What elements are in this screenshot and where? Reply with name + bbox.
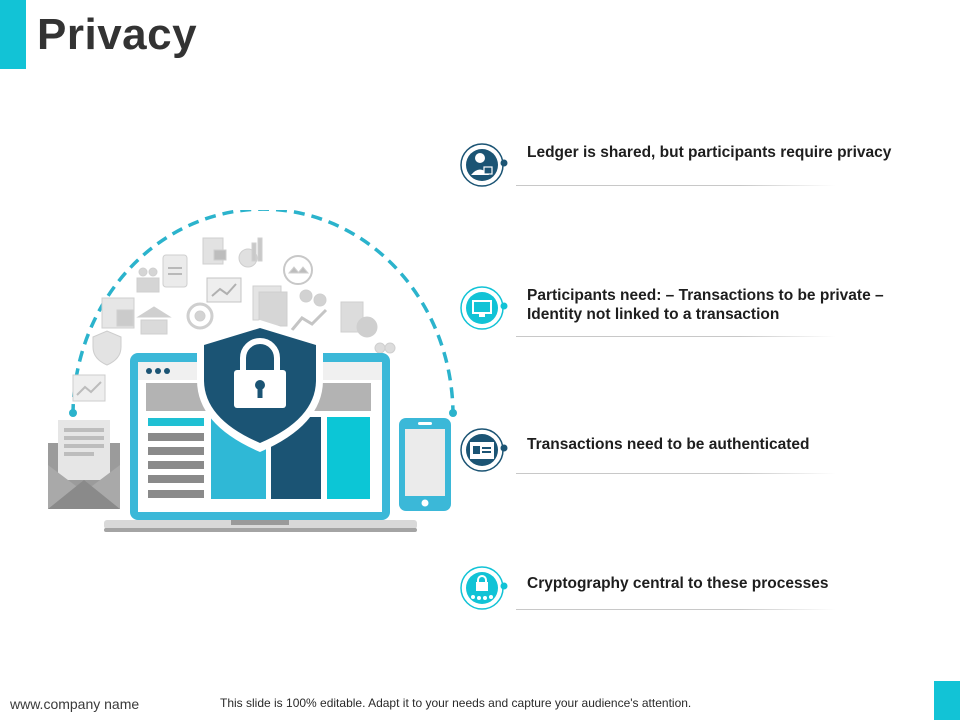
slide-title: Privacy [37,10,198,59]
point-3: Transactions need to be authenticated [460,428,900,488]
point-3-divider [516,473,836,474]
envelope-icon [48,420,120,509]
shield-check-icon [92,330,122,366]
bank-icon [136,306,172,335]
security-illustration [48,210,457,532]
analytics-icon [72,374,106,402]
point-1-divider [516,185,836,186]
pie-chart-icon [238,237,263,268]
people-chart-icon [290,289,328,331]
point-2-text: Participants need: – Transactions to be … [527,287,884,323]
money-document-icon [340,301,378,338]
arc-end-dot-left [69,409,77,417]
footer-accent-bar [934,681,960,720]
people-group-icon [136,267,160,293]
point-4: Cryptography central to these processes [460,566,900,626]
transfer-icon [162,254,188,288]
point-3-text: Transactions need to be authenticated [527,436,810,453]
coin-icon [186,302,214,330]
point-4-text: Cryptography central to these processes [527,575,829,592]
arc-end-dot-right [449,409,457,417]
lock-network-icon [460,566,508,610]
title-accent-bar [0,0,26,69]
point-1: Ledger is shared, but participants requi… [460,143,900,203]
calculator-icon [101,297,135,329]
screen-chart-icon [206,277,242,303]
document-lock-icon [202,237,227,265]
footer-note: This slide is 100% editable. Adapt it to… [220,696,692,710]
house-exchange-icon [283,255,313,285]
phone-icon [399,418,451,511]
laptop-icon [104,353,417,532]
files-stack-icon [252,285,288,327]
user-lock-icon [460,143,508,187]
point-4-divider [516,609,836,610]
users-icon [374,342,396,354]
id-card-icon [460,428,508,472]
point-1-text: Ledger is shared, but participants requi… [527,144,892,161]
footer-website: www.company name [10,696,140,712]
dashed-arc [71,210,455,416]
point-2-divider [516,336,836,337]
point-2: Participants need: – Transactions to be … [460,286,900,346]
shield-lock-icon [197,320,323,452]
monitor-icon [460,286,508,330]
background-icons [72,237,396,402]
